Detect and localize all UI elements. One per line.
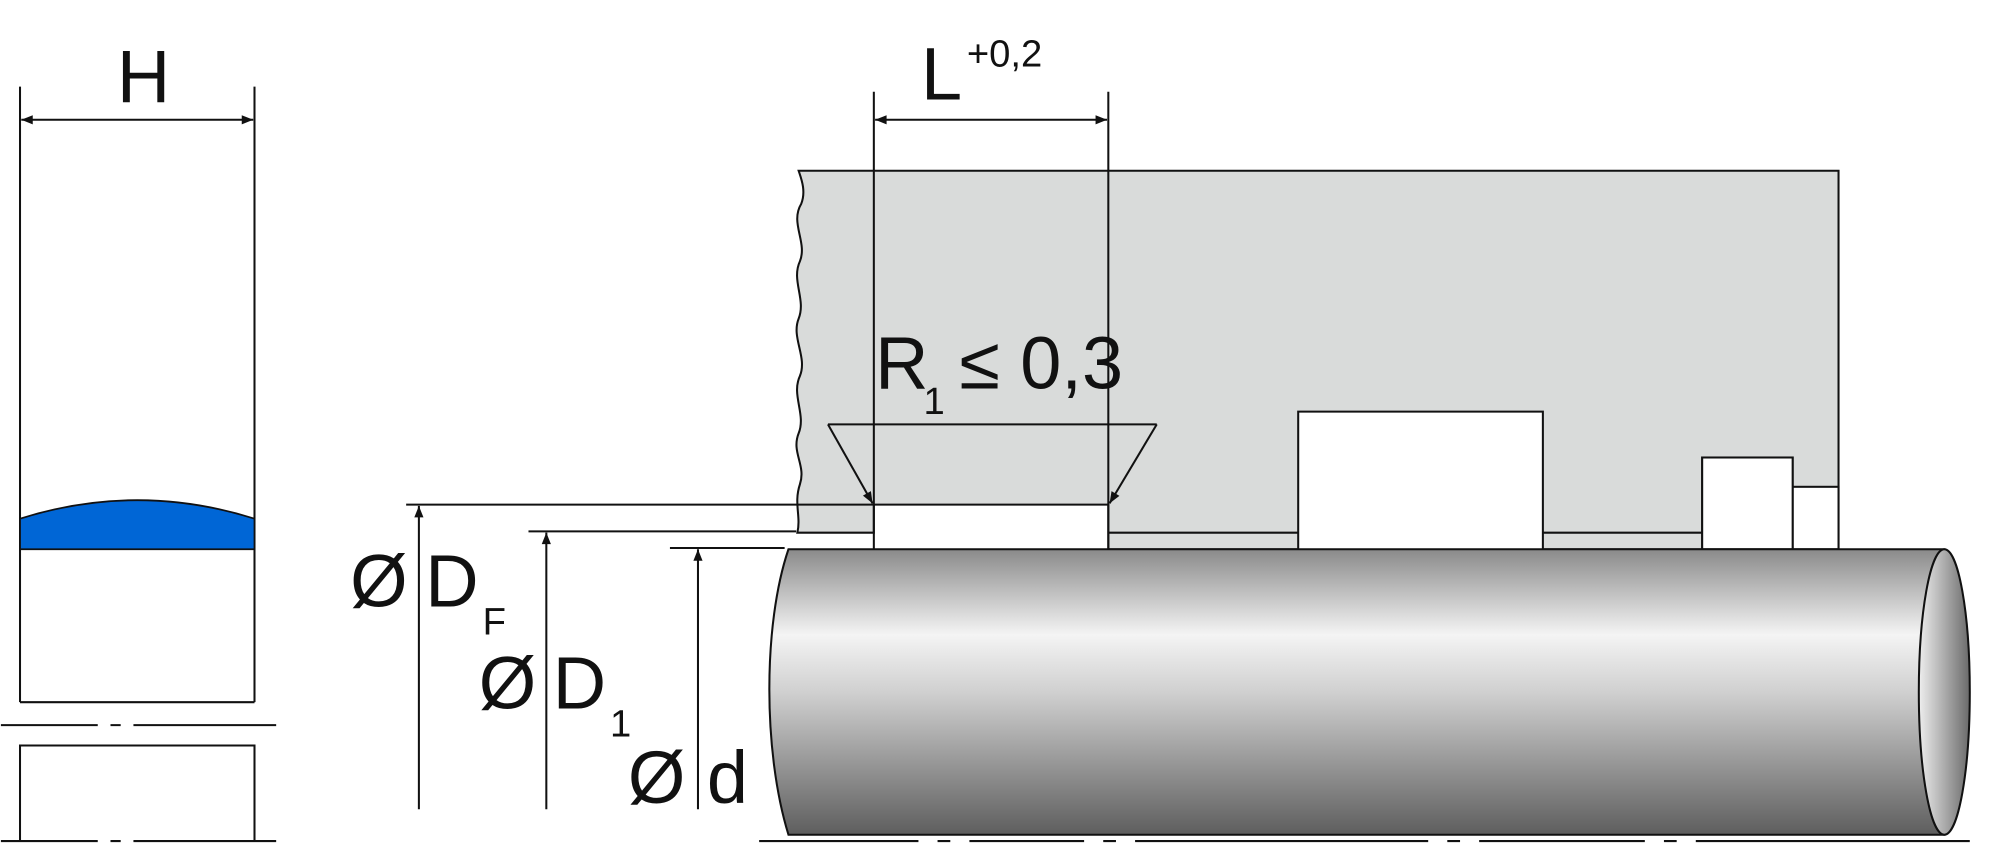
df-dimension: Ø D F	[350, 503, 874, 810]
shaft	[759, 548, 1971, 843]
seal-cross-section: H	[0, 35, 277, 843]
d-dimension: Ø d	[628, 546, 785, 819]
r-label: R	[875, 322, 928, 405]
d-diam-symbol: Ø	[628, 736, 686, 819]
d1-dimension: Ø D 1	[479, 530, 797, 810]
d1-label: D	[553, 642, 606, 725]
df-subscript: F	[483, 601, 506, 644]
df-diam-symbol: Ø	[350, 540, 408, 623]
l-label: L	[921, 32, 962, 115]
df-label: D	[425, 540, 478, 623]
r-subscript: 1	[924, 380, 945, 423]
d1-diam-symbol: Ø	[479, 642, 536, 725]
seal-profile	[19, 499, 256, 551]
l-dimension: L +0,2	[872, 32, 1110, 550]
housing	[795, 169, 1840, 551]
d-label: d	[707, 736, 748, 819]
d1-subscript: 1	[610, 703, 631, 746]
h-label: H	[117, 35, 170, 118]
l-tolerance: +0,2	[967, 32, 1042, 75]
radius-annotation: R 1 ≤ 0,3	[827, 322, 1158, 504]
r-limit: ≤ 0,3	[959, 322, 1123, 405]
